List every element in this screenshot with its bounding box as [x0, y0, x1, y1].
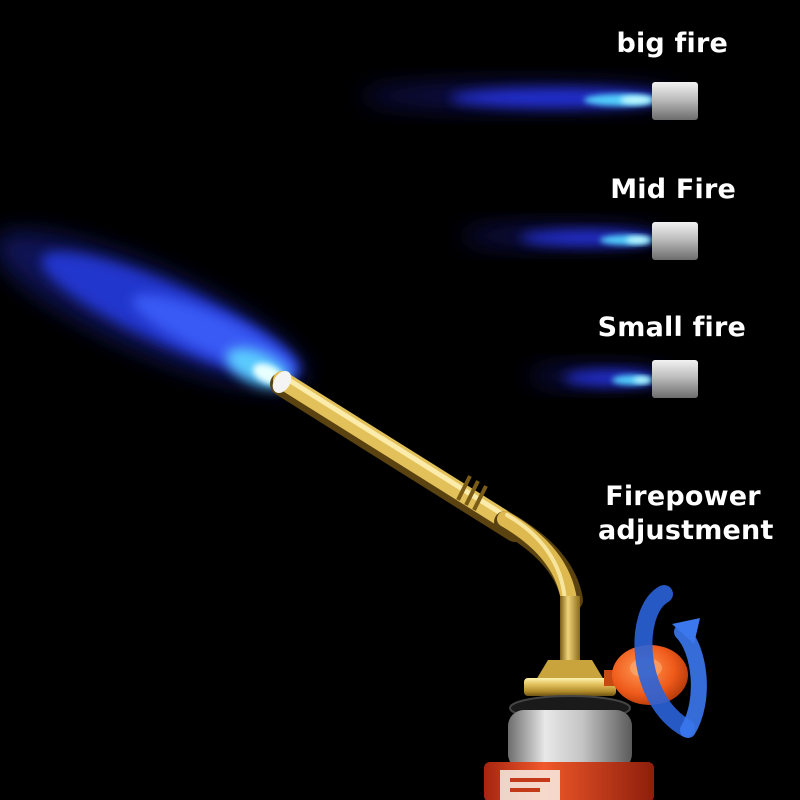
- brass-tube: [270, 370, 583, 660]
- firepower-adjustment-line2: adjustment: [598, 515, 774, 546]
- rotate-arrow-icon: [634, 585, 707, 738]
- main-torch-flame: [0, 230, 307, 390]
- big-flame-sample: [360, 82, 698, 120]
- mid-fire-label: Mid Fire: [610, 174, 736, 205]
- big-fire-label: big fire: [616, 28, 728, 59]
- mid-flame-sample: [460, 222, 698, 260]
- tube-rings: [456, 475, 488, 511]
- small-flame-nozzle: [652, 360, 698, 398]
- firepower-adjustment-label: Firepower adjustment: [598, 480, 774, 548]
- firepower-adjustment-line1: Firepower: [605, 481, 761, 512]
- small-fire-label: Small fire: [597, 312, 746, 343]
- big-flame-nozzle: [652, 82, 698, 120]
- small-flame-sample: [528, 360, 698, 398]
- mid-flame-nozzle: [652, 222, 698, 260]
- gas-canister: [484, 710, 654, 800]
